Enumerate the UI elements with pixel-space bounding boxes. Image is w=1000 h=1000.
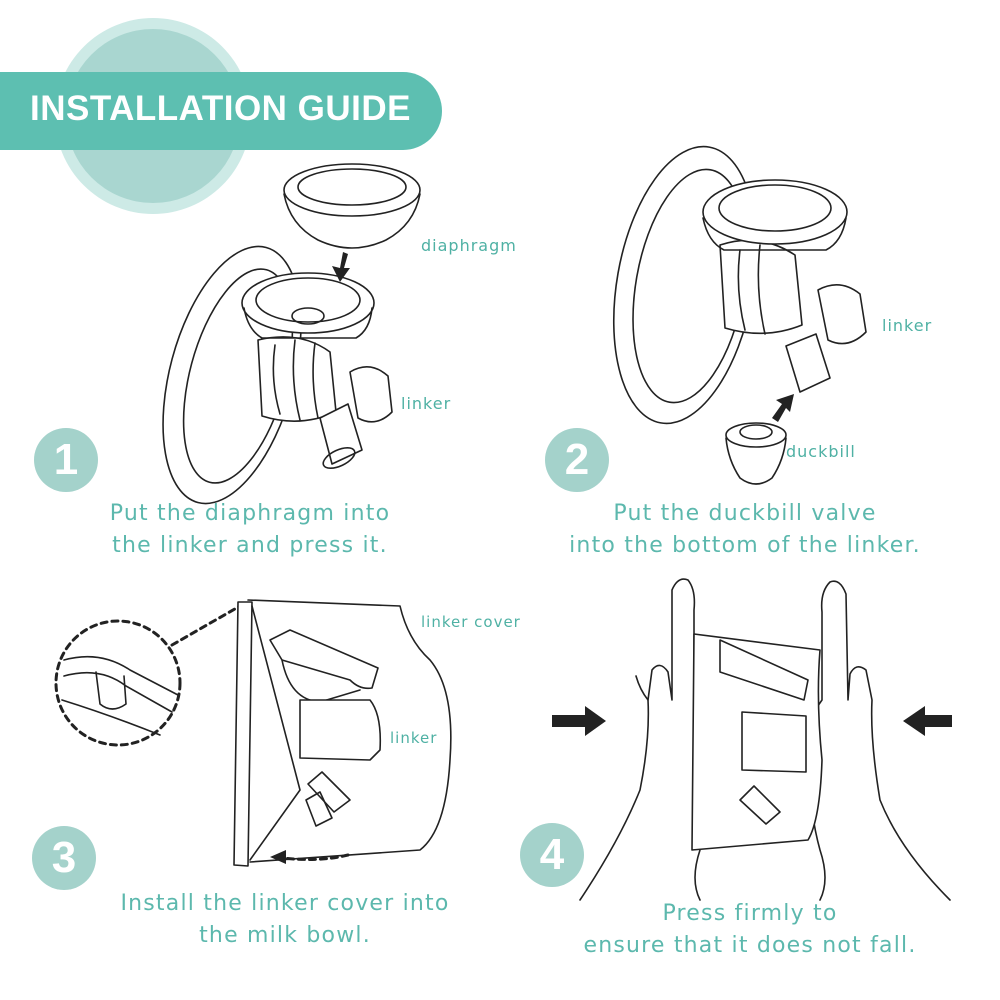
- step2-caption-line2: into the bottom of the linker.: [569, 533, 921, 558]
- label-duckbill: duckbill: [786, 442, 856, 461]
- step4-caption-line1: Press firmly to: [662, 901, 838, 926]
- step1-caption: Put the diaphragm into the linker and pr…: [60, 498, 440, 562]
- step3-connector: [170, 604, 242, 647]
- step2-caption: Put the duckbill valve into the bottom o…: [530, 498, 960, 562]
- label-linker-step1: linker: [401, 394, 452, 413]
- step1-diaphragm: [283, 163, 421, 217]
- step1-caption-line2: the linker and press it.: [112, 533, 388, 558]
- step4-left-hand: [579, 578, 712, 901]
- step2-linker-cup: [702, 179, 848, 245]
- step1-caption-line1: Put the diaphragm into: [109, 501, 391, 526]
- step2-caption-line1: Put the duckbill valve: [613, 501, 877, 526]
- step3-zoom-circle: [54, 619, 182, 747]
- step3-caption: Install the linker cover into the milk b…: [90, 888, 480, 952]
- step3-caption-line1: Install the linker cover into: [120, 891, 450, 916]
- step4-caption-line2: ensure that it does not fall.: [583, 933, 917, 958]
- step4-right-arrow: [903, 706, 952, 736]
- step4-left-arrow: [552, 706, 606, 736]
- step3-caption-line2: the milk bowl.: [199, 923, 371, 948]
- step1-illustration: [162, 163, 421, 505]
- step4-caption: Press firmly to ensure that it does not …: [550, 898, 950, 962]
- step3-dashed-arrow: [280, 853, 350, 861]
- step3-illustration: [54, 599, 452, 867]
- step4-illustration: [552, 578, 952, 901]
- step3-badge: 3: [32, 826, 96, 890]
- step1-linker-cup: [241, 272, 375, 334]
- step2-duckbill: [725, 422, 787, 448]
- step2-illustration: [612, 145, 867, 485]
- label-linker-step3: linker: [390, 729, 438, 747]
- label-linker-step2: linker: [882, 316, 933, 335]
- step3-linker-cover: [247, 599, 452, 863]
- step2-badge: 2: [545, 428, 609, 492]
- step1-arrow: [332, 252, 350, 282]
- page-title: INSTALLATION GUIDE: [30, 89, 412, 128]
- label-diaphragm: diaphragm: [421, 236, 517, 255]
- step2-arrow: [772, 394, 794, 422]
- step3-milk-bowl: [233, 601, 253, 867]
- title-banner: [0, 72, 442, 150]
- label-linker-cover: linker cover: [421, 613, 521, 631]
- step1-badge: 1: [34, 428, 98, 492]
- step4-right-hand: [806, 580, 951, 901]
- step4-badge: 4: [520, 823, 584, 887]
